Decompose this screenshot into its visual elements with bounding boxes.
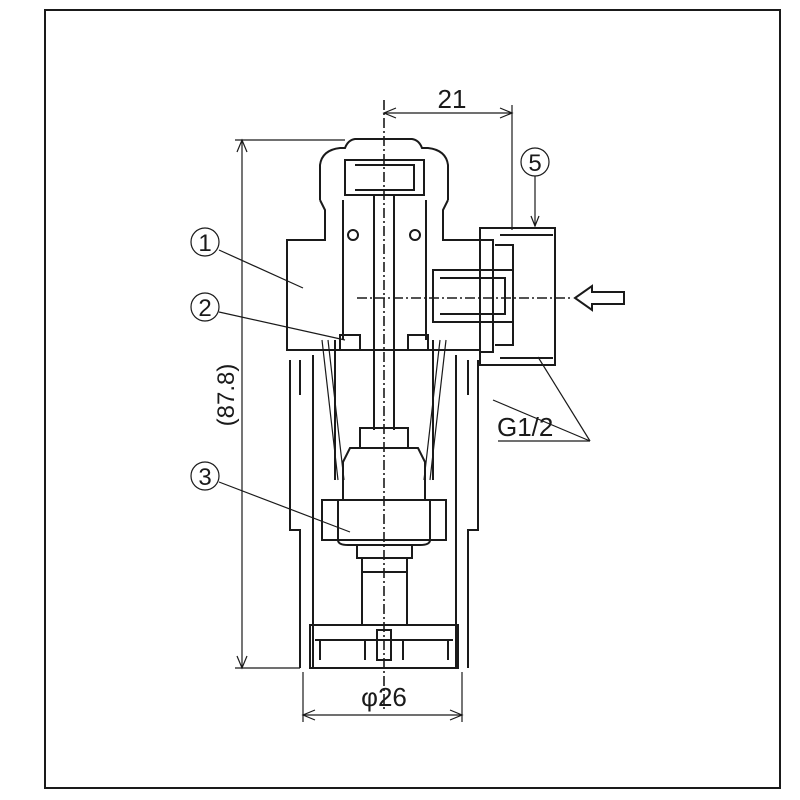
valve-cross-section [286,138,556,669]
callout-2: 2 [190,292,346,341]
thread-callout: G1/2 [492,356,591,442]
thread-label: G1/2 [497,412,553,442]
callout-1: 1 [190,227,304,289]
svg-text:5: 5 [528,150,541,177]
dimension-height: (87.8) [213,138,345,670]
dimension-diameter: φ26 [301,672,464,722]
callout-3: 3 [190,461,351,533]
dimension-diameter-label: φ26 [361,682,407,712]
svg-text:1: 1 [198,230,211,257]
callout-5: 5 [520,147,550,228]
flow-direction-arrow-icon [573,284,625,312]
svg-text:3: 3 [198,464,211,491]
svg-text:2: 2 [198,295,211,322]
drawing-frame [44,9,781,789]
dimension-21: 21 [382,84,514,230]
dimension-offset-label: 21 [438,84,467,114]
dimension-height-label: (87.8) [213,364,240,427]
